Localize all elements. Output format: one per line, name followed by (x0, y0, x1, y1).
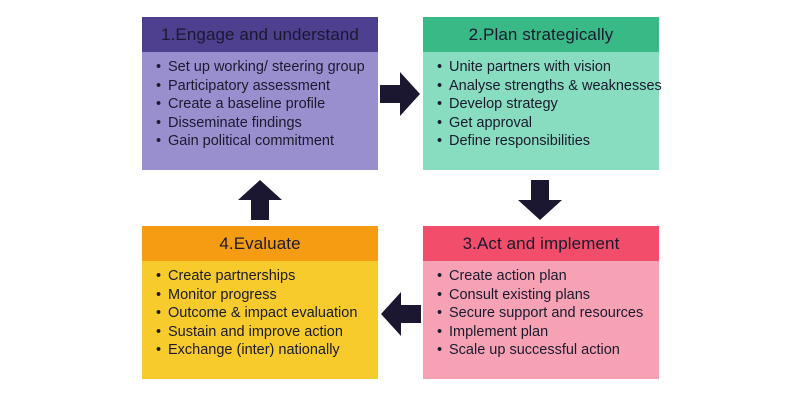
list-item: Monitor progress (156, 286, 378, 305)
list-item: Create action plan (437, 267, 659, 286)
list-item: Develop strategy (437, 95, 659, 114)
step-card-plan: 2.Plan strategically Unite partners with… (423, 17, 662, 170)
step-title: 3.Act and implement (423, 226, 659, 261)
step-title: 2.Plan strategically (423, 17, 659, 52)
step-card-evaluate: 4.Evaluate Create partnerships Monitor p… (142, 226, 378, 379)
step-title: 1.Engage and understand (142, 17, 378, 52)
arrow-right-icon (380, 72, 420, 116)
step-item-list: Create partnerships Monitor progress Out… (156, 267, 378, 360)
list-item: Define responsibilities (437, 132, 659, 151)
step-body: Set up working/ steering group Participa… (142, 52, 378, 170)
arrow-down-icon (518, 180, 562, 220)
arrow-up-icon (238, 180, 282, 220)
list-item: Disseminate findings (156, 114, 378, 133)
step-body: Create action plan Consult existing plan… (423, 261, 659, 379)
step-item-list: Set up working/ steering group Participa… (156, 58, 378, 151)
list-item: Consult existing plans (437, 286, 659, 305)
list-item: Analyse strengths & weaknesses (437, 77, 662, 96)
list-item: Gain political commitment (156, 132, 378, 151)
step-body: Create partnerships Monitor progress Out… (142, 261, 378, 379)
step-body: Unite partners with vision Analyse stren… (423, 52, 662, 170)
list-item: Outcome & impact evaluation (156, 304, 378, 323)
list-item: Unite partners with vision (437, 58, 659, 77)
step-card-act: 3.Act and implement Create action plan C… (423, 226, 659, 379)
step-item-list: Create action plan Consult existing plan… (437, 267, 659, 360)
step-item-list: Unite partners with vision Analyse stren… (437, 58, 662, 151)
list-item: Get approval (437, 114, 659, 133)
list-item: Create a baseline profile (156, 95, 378, 114)
list-item: Exchange (inter) nationally (156, 341, 378, 360)
list-item: Sustain and improve action (156, 323, 378, 342)
step-title: 4.Evaluate (142, 226, 378, 261)
arrow-left-icon (381, 292, 421, 336)
step-card-engage: 1.Engage and understand Set up working/ … (142, 17, 378, 170)
list-item: Participatory assessment (156, 77, 378, 96)
list-item: Scale up successful action (437, 341, 659, 360)
list-item: Create partnerships (156, 267, 378, 286)
list-item: Implement plan (437, 323, 659, 342)
list-item: Secure support and resources (437, 304, 659, 323)
list-item: Set up working/ steering group (156, 58, 378, 77)
